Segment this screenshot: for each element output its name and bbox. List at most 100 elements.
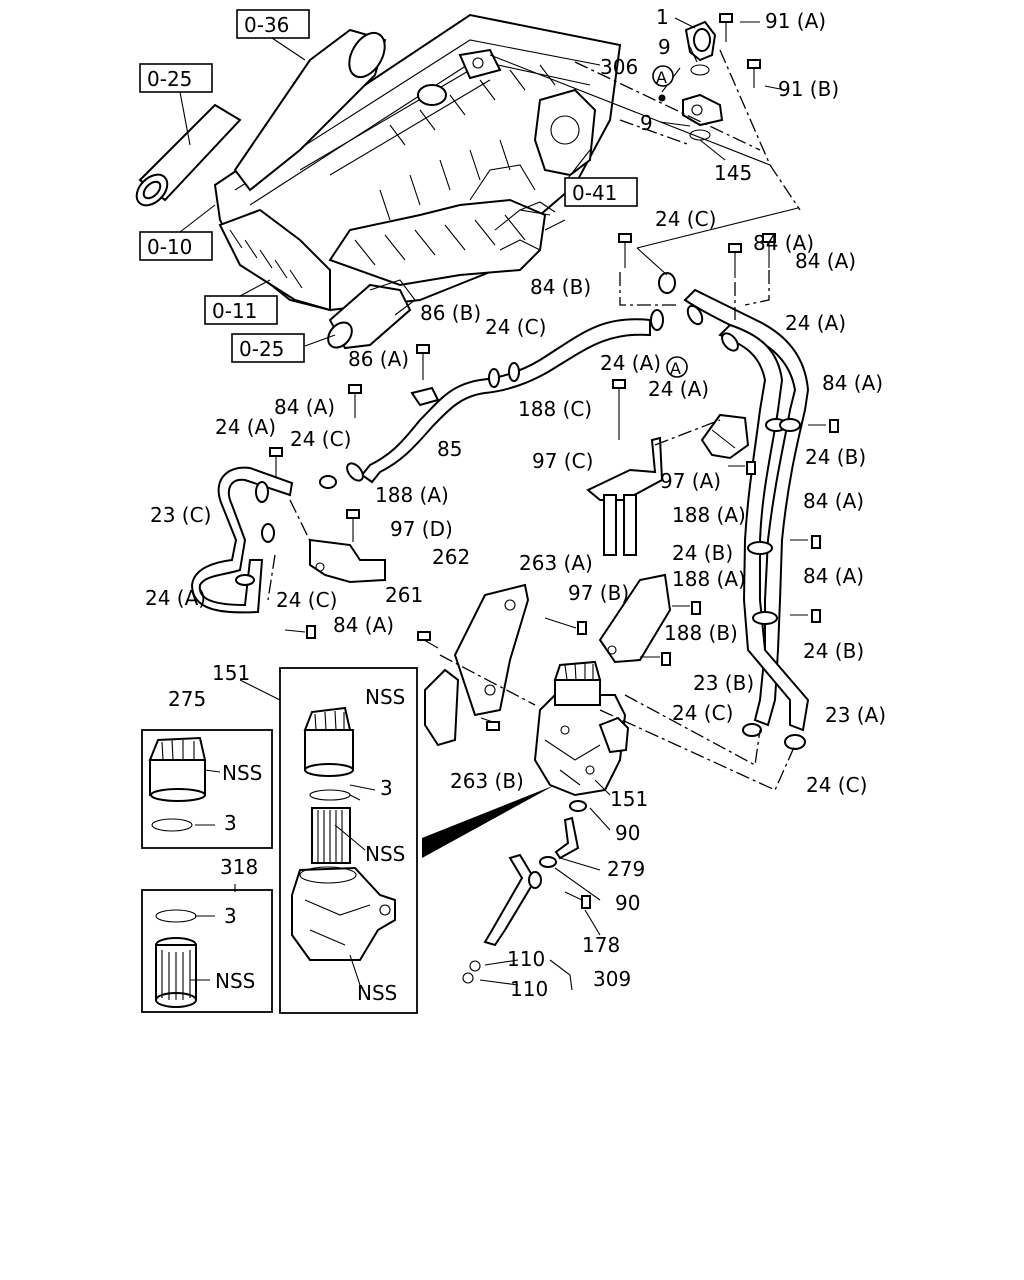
bolt-84a-top1 [728, 243, 742, 278]
label-84a-2: 84 (A) [795, 249, 856, 273]
detail-pointer [422, 785, 555, 858]
label-nss-1: NSS [365, 685, 405, 709]
label-nss-2: NSS [222, 761, 262, 785]
bolt-86b [416, 344, 430, 380]
bolt-188b [640, 652, 671, 666]
bolt-261 [417, 631, 439, 649]
label-188c: 188 (C) [518, 397, 592, 421]
label-85: 85 [437, 437, 462, 461]
bolt-84a-left [269, 447, 283, 478]
callout-labels: 1 91 (A) 9 306 91 (B) 9 145 24 (C) 84 (A… [145, 5, 886, 1005]
label-318: 318 [220, 855, 258, 879]
label-24a-5: 24 (A) [145, 586, 206, 610]
label-24b-1: 24 (B) [805, 445, 866, 469]
label-24c-5: 24 (C) [672, 701, 733, 725]
label-188a-2: 188 (A) [672, 503, 746, 527]
bolt-263a [544, 617, 587, 635]
reference-leaders [179, 37, 591, 347]
label-275: 275 [168, 687, 206, 711]
label-90-2: 90 [615, 891, 640, 915]
bolt-263b [480, 717, 500, 731]
label-97a: 97 (A) [660, 469, 721, 493]
label-84a-7: 84 (A) [333, 613, 394, 637]
label-86b: 86 (B) [420, 301, 481, 325]
filter-assembly-151 [533, 660, 630, 797]
bolt-84a-r1 [808, 419, 839, 433]
dash-lines [267, 270, 796, 791]
detail-frame-318 [141, 889, 273, 1013]
label-306: 306 [600, 55, 638, 79]
label-110-2: 110 [510, 977, 548, 1001]
label-261: 261 [385, 583, 423, 607]
label-24c-1: 24 (C) [655, 207, 716, 231]
label-3-detail275: 3 [224, 811, 237, 835]
label-263a: 263 (A) [519, 551, 593, 575]
label-24b-3: 24 (B) [803, 639, 864, 663]
label-23b: 23 (B) [693, 671, 754, 695]
label-9-top: 9 [658, 35, 671, 59]
label-23c: 23 (C) [150, 503, 211, 527]
bolt-188c [612, 379, 626, 440]
ref-0-25-bottom: 0-25 [239, 337, 284, 361]
circle-mark-a-middle: A [670, 359, 681, 378]
label-24c-6: 24 (C) [806, 773, 867, 797]
label-84a-3: 84 (A) [822, 371, 883, 395]
label-24a-4: 24 (A) [215, 415, 276, 439]
label-263b: 263 (B) [450, 769, 524, 793]
label-9-bottom: 9 [640, 111, 653, 135]
label-110-1: 110 [507, 947, 545, 971]
bolt-84b [618, 233, 632, 268]
bolt-188a-3 [672, 601, 701, 615]
label-97c: 97 (C) [532, 449, 593, 473]
label-84a-4: 84 (A) [274, 395, 335, 419]
bolt-86a [348, 384, 362, 418]
ref-0-41: 0-41 [572, 181, 617, 205]
label-leaders [190, 679, 611, 991]
label-84a-5: 84 (A) [803, 489, 864, 513]
label-nss-3: NSS [365, 842, 405, 866]
label-262: 262 [432, 545, 470, 569]
label-24c-3: 24 (C) [290, 427, 351, 451]
label-nss-4: NSS [215, 969, 255, 993]
label-188a-1: 188 (A) [375, 483, 449, 507]
label-151: 151 [610, 787, 648, 811]
bolts [269, 233, 839, 909]
reference-boxes: 0-36 0-25 0-10 0-11 0-25 0-41 [139, 9, 638, 363]
label-3-detail318: 3 [224, 904, 237, 928]
label-145: 145 [714, 161, 752, 185]
bolt-84a-top2 [762, 233, 776, 268]
label-91b: 91 (B) [778, 77, 839, 101]
label-3-detail151: 3 [380, 776, 393, 800]
coolant-pipes [190, 207, 810, 750]
bolt-84a-bottom [284, 625, 316, 639]
engine-assembly [135, 13, 771, 350]
label-97d: 97 (D) [390, 517, 453, 541]
label-24a-1: 24 (A) [785, 311, 846, 335]
detail-frame-275 [141, 729, 273, 849]
label-24c-2: 24 (C) [485, 315, 546, 339]
label-24a-2: 24 (A) [600, 351, 661, 375]
label-97b: 97 (B) [568, 581, 629, 605]
detail-frame-151 [279, 667, 418, 1014]
label-309: 309 [593, 967, 631, 991]
brackets [309, 386, 750, 747]
label-188a-3: 188 (A) [672, 567, 746, 591]
label-151-detail: 151 [212, 661, 250, 685]
bolt-188a-2 [728, 461, 756, 475]
label-188b: 188 (B) [664, 621, 738, 645]
ref-0-25-top: 0-25 [147, 67, 192, 91]
label-279: 279 [607, 857, 645, 881]
label-23a: 23 (A) [825, 703, 886, 727]
label-90-1: 90 [615, 821, 640, 845]
label-91a: 91 (A) [765, 9, 826, 33]
label-24c-4: 24 (C) [276, 588, 337, 612]
water-outlet-fitting [574, 13, 801, 211]
bolt-178 [564, 891, 591, 909]
label-86a: 86 (A) [348, 347, 409, 371]
ref-0-10: 0-10 [147, 235, 192, 259]
label-178: 178 [582, 933, 620, 957]
label-nss-5: NSS [357, 981, 397, 1005]
ref-0-11: 0-11 [212, 299, 257, 323]
label-84a-6: 84 (A) [803, 564, 864, 588]
